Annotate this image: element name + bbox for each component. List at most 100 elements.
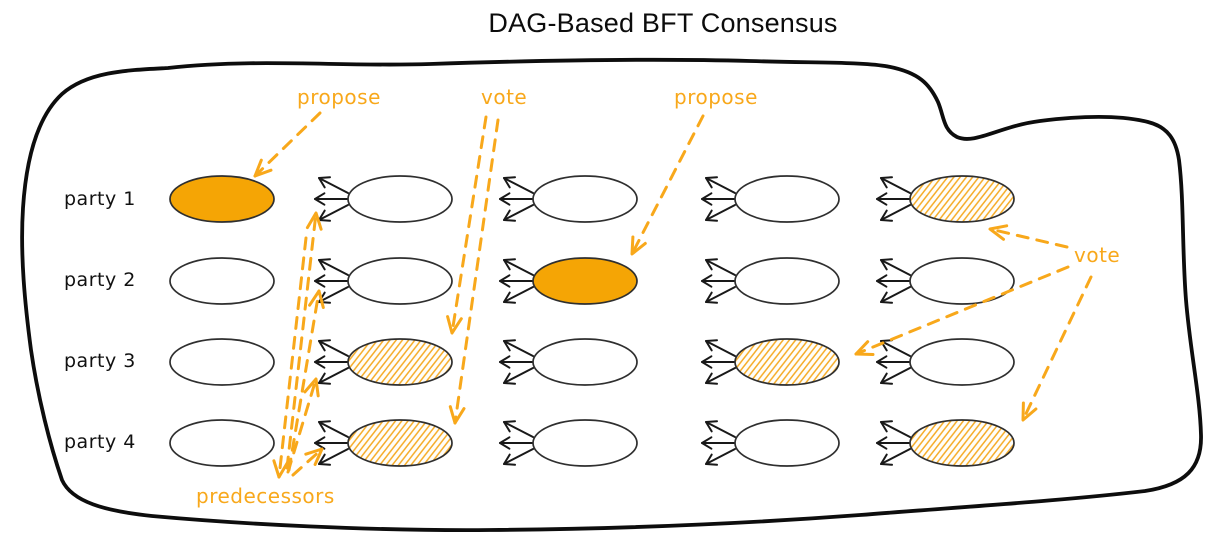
predecessor-arrows-party4-round5 (876, 420, 914, 466)
predecessor-arrow-up-icon (318, 420, 349, 438)
predecessor-arrow-down-icon (880, 204, 911, 222)
node-party1-round3 (532, 175, 638, 223)
node-party2-round3 (532, 257, 638, 305)
predecessor-arrows-party3-round5 (876, 339, 914, 385)
predecessor-arrow-down-icon (705, 367, 736, 385)
predecessors-label: predecessors (196, 484, 335, 508)
predecessor-arrows-party1-round2 (314, 176, 352, 222)
node-party1-round4 (734, 175, 840, 223)
node-party3-round4 (734, 338, 840, 386)
node-party2-round2 (347, 257, 453, 305)
predecessor-arrow-down-icon (318, 448, 349, 466)
predecessor-arrow-up-icon (880, 176, 911, 194)
predecessor-arrow-left-icon (876, 436, 914, 450)
predecessors-arrow-2 (287, 289, 325, 472)
dag-nodes (169, 175, 1015, 467)
party-2-label: party 2 (64, 269, 136, 291)
node-party4-round3 (532, 419, 638, 467)
predecessor-arrow-down-icon (880, 286, 911, 304)
node-party2-round1 (169, 257, 275, 305)
predecessors-arrow-5 (272, 236, 308, 479)
predecessor-arrow-down-icon (503, 204, 534, 222)
predecessor-arrow-up-icon (880, 420, 911, 438)
node-party3-round2 (347, 338, 453, 386)
party-1-label: party 1 (64, 188, 136, 210)
predecessor-edges (314, 176, 914, 466)
predecessor-arrow-up-icon (880, 258, 911, 276)
predecessor-arrows-party1-round5 (876, 176, 914, 222)
predecessors-arrow-3 (286, 377, 320, 474)
predecessor-arrow-up-icon (318, 258, 349, 276)
node-party3-round3 (532, 338, 638, 386)
predecessor-arrow-left-icon (499, 355, 537, 369)
predecessors-arrow-4 (291, 447, 324, 477)
node-party4-round1 (169, 419, 275, 467)
party-3-label: party 3 (64, 350, 136, 372)
propose-left-arrow (253, 111, 322, 178)
node-party1-round2 (347, 175, 453, 223)
vote-top-label: vote (481, 85, 528, 109)
predecessor-arrow-up-icon (503, 420, 534, 438)
predecessor-arrows-party2-round5 (876, 258, 914, 304)
vote-right-arrow-2 (854, 265, 1070, 356)
predecessor-arrow-down-icon (318, 367, 349, 385)
node-party3-round5 (909, 338, 1015, 386)
node-party4-round4 (734, 419, 840, 467)
predecessor-arrow-left-icon (314, 355, 352, 369)
vote-right-label: vote (1074, 243, 1121, 267)
propose-mid-arrow (630, 114, 705, 256)
predecessor-arrow-up-icon (705, 420, 736, 438)
predecessor-arrow-left-icon (876, 192, 914, 206)
predecessor-arrow-up-icon (318, 176, 349, 194)
predecessor-arrows-party4-round4 (701, 420, 739, 466)
predecessor-arrow-down-icon (503, 367, 534, 385)
predecessor-arrow-up-icon (318, 339, 349, 357)
node-party2-round5 (909, 257, 1015, 305)
propose-mid-label: propose (674, 85, 758, 109)
predecessor-arrow-left-icon (701, 436, 739, 450)
predecessor-arrow-left-icon (701, 355, 739, 369)
predecessor-arrow-left-icon (499, 192, 537, 206)
predecessor-arrow-down-icon (880, 367, 911, 385)
predecessor-arrow-up-icon (705, 258, 736, 276)
node-party1-round5 (909, 175, 1015, 223)
vote-top-arrow-1 (446, 115, 488, 335)
predecessors-arrow-1 (285, 211, 323, 470)
party-4-label: party 4 (64, 431, 136, 453)
vote-right-arrow-3 (1021, 275, 1093, 422)
predecessor-arrow-down-icon (705, 286, 736, 304)
predecessor-arrows-party1-round3 (499, 176, 537, 222)
predecessor-arrows-party2-round2 (314, 258, 352, 304)
predecessor-arrow-down-icon (880, 448, 911, 466)
predecessor-arrow-left-icon (876, 355, 914, 369)
predecessor-arrow-left-icon (499, 436, 537, 450)
predecessor-arrow-down-icon (503, 286, 534, 304)
predecessor-arrow-down-icon (705, 448, 736, 466)
predecessor-arrows-party1-round4 (701, 176, 739, 222)
predecessor-arrow-left-icon (314, 192, 352, 206)
predecessor-arrow-up-icon (503, 258, 534, 276)
predecessor-arrows-party3-round2 (314, 339, 352, 385)
predecessor-arrow-down-icon (503, 448, 534, 466)
node-party1-round1 (169, 175, 275, 223)
propose-left-label: propose (297, 85, 381, 109)
predecessor-arrow-left-icon (314, 436, 352, 450)
predecessor-arrow-up-icon (880, 339, 911, 357)
diagram-title: DAG-Based BFT Consensus (488, 8, 838, 38)
predecessor-arrow-left-icon (876, 274, 914, 288)
vote-top-arrow-2 (448, 118, 500, 425)
predecessor-arrows-party4-round2 (314, 420, 352, 466)
predecessor-arrows-party3-round4 (701, 339, 739, 385)
predecessor-arrow-left-icon (499, 274, 537, 288)
predecessor-arrows-party3-round3 (499, 339, 537, 385)
predecessor-arrow-left-icon (314, 274, 352, 288)
node-party4-round5 (909, 419, 1015, 467)
predecessor-arrow-up-icon (705, 339, 736, 357)
boundary-outline (20, 57, 1203, 532)
predecessor-arrows-party2-round3 (499, 258, 537, 304)
predecessor-arrow-down-icon (705, 204, 736, 222)
predecessor-arrows-party2-round4 (701, 258, 739, 304)
predecessor-arrow-up-icon (503, 176, 534, 194)
